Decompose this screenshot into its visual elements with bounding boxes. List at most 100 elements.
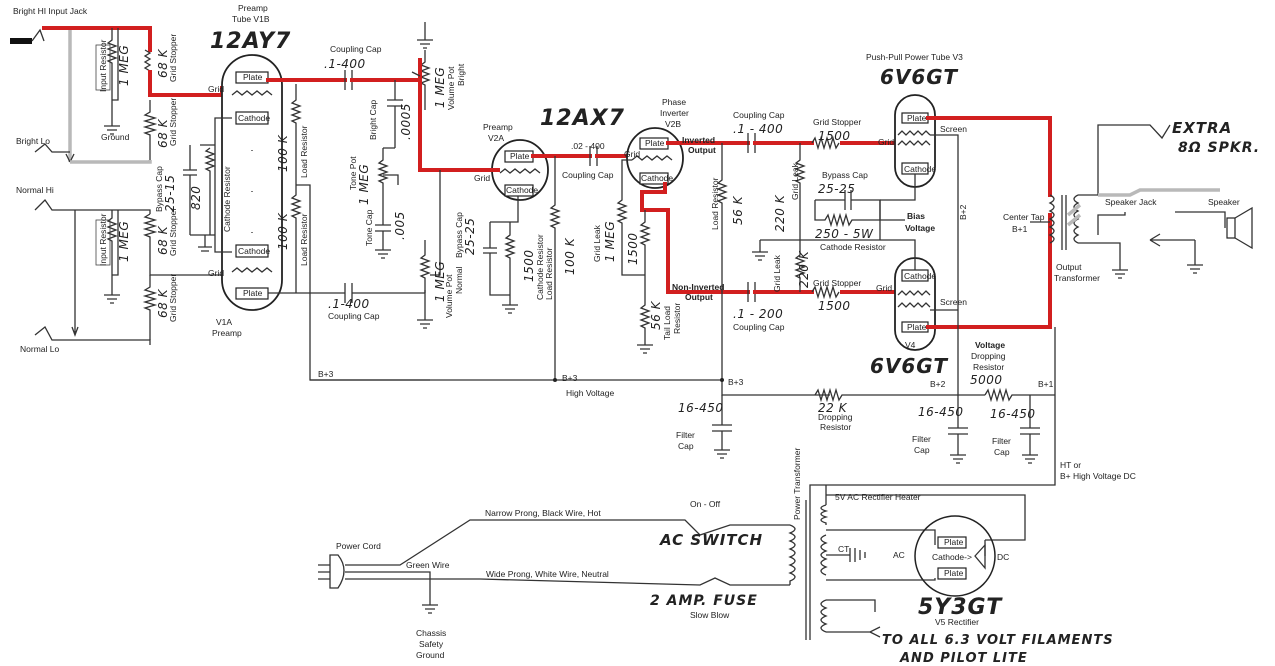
svg-text:Safety: Safety	[419, 639, 444, 649]
output-transformer: Center Tap B+1 Output Transformer Speake…	[1003, 119, 1259, 283]
input-jack-tip	[31, 28, 45, 42]
svg-text:1 MEG: 1 MEG	[603, 221, 617, 262]
svg-text:Grid: Grid	[208, 84, 224, 94]
svg-text:25-25: 25-25	[818, 182, 855, 196]
svg-text:Plate: Plate	[243, 288, 263, 298]
svg-text:Bright: Bright	[456, 63, 466, 86]
svg-text:Plate: Plate	[645, 138, 665, 148]
svg-text:CT: CT	[838, 544, 849, 554]
svg-text:220 K: 220 K	[773, 194, 787, 232]
68k-4: 68 K	[156, 288, 170, 318]
svg-text:1 MEG: 1 MEG	[357, 164, 371, 205]
svg-text:Normal: Normal	[454, 266, 464, 294]
normal-hi-label: Normal Hi	[16, 185, 54, 195]
svg-text:Coupling Cap: Coupling Cap	[328, 311, 380, 321]
v1-cathode-resistor: Cathode Resistor	[222, 166, 232, 232]
v2a-cathode	[504, 184, 534, 197]
svg-text:5Y3GT: 5Y3GT	[918, 595, 1003, 620]
svg-text:Output: Output	[685, 292, 713, 302]
svg-text:.005: .005	[393, 211, 407, 240]
input-resistor-label-1: Input Resistor	[98, 39, 108, 92]
v2-type: 12AX7	[540, 106, 625, 131]
svg-text:V2B: V2B	[665, 119, 681, 129]
svg-text:Plate: Plate	[944, 568, 964, 578]
svg-text:Coupling Cap: Coupling Cap	[733, 322, 785, 332]
v4-type: 6V6GT	[870, 354, 948, 378]
svg-text:Cathode: Cathode	[641, 173, 673, 183]
svg-text:V5 Rectifier: V5 Rectifier	[935, 617, 979, 627]
v3-type: 6V6GT	[880, 65, 958, 89]
svg-text:Load Resistor: Load Resistor	[710, 177, 720, 230]
svg-text:2 AMP. FUSE: 2 AMP. FUSE	[650, 593, 758, 609]
svg-text:EXTRA: EXTRA	[1172, 119, 1232, 137]
svg-text:Green Wire: Green Wire	[406, 560, 450, 570]
svg-text:TO ALL 6.3 VOLT FILAMENTS: TO ALL 6.3 VOLT FILAMENTS	[882, 633, 1114, 648]
svg-text:Filter: Filter	[912, 434, 931, 444]
tube-v2: 12AX7 Preamp V2A Plate Grid Cathode .02 …	[454, 97, 750, 380]
svg-text:Grid Stopper: Grid Stopper	[813, 117, 861, 127]
grid-stopper-2: Grid Stopper	[168, 98, 178, 146]
svg-text:Chassis: Chassis	[416, 628, 446, 638]
svg-text:Grid Leak: Grid Leak	[772, 254, 782, 292]
svg-text:Plate: Plate	[243, 72, 263, 82]
coupling-2-value: .1-400	[328, 297, 370, 311]
svg-text:22 K: 22 K	[818, 401, 848, 415]
68k-1: 68 K	[156, 48, 170, 78]
bright-hi-jack-label: Bright HI Input Jack	[13, 6, 88, 16]
svg-text:B+2: B+2	[958, 204, 968, 220]
input-resistor-label-2: Input Resistor	[98, 213, 108, 266]
svg-text:Cap: Cap	[914, 445, 930, 455]
svg-text:Cap: Cap	[994, 447, 1010, 457]
svg-text:B+1: B+1	[1038, 379, 1054, 389]
svg-text:1500: 1500	[818, 129, 851, 143]
svg-text:Non-Inverted: Non-Inverted	[672, 282, 724, 292]
svg-text:25-25: 25-25	[463, 218, 477, 255]
svg-text:56 K: 56 K	[731, 195, 745, 225]
v2b-cathode	[639, 172, 669, 185]
68k-3: 68 K	[156, 225, 170, 255]
svg-text:Cathode Resistor: Cathode Resistor	[820, 242, 886, 252]
svg-text:B+1: B+1	[1012, 224, 1028, 234]
input-jack-plug	[10, 38, 32, 44]
svg-text:1500: 1500	[626, 232, 640, 265]
rectifier-tube	[914, 515, 996, 597]
svg-text:Cathode: Cathode	[904, 271, 936, 281]
svg-text:Bias: Bias	[907, 211, 925, 221]
v1-title-2: Tube V1B	[232, 14, 270, 24]
svg-text:Output: Output	[688, 145, 716, 155]
svg-text:Cathode: Cathode	[238, 113, 270, 123]
svg-text:Power Cord: Power Cord	[336, 541, 381, 551]
svg-text:Plate: Plate	[510, 151, 530, 161]
svg-text:B+2: B+2	[930, 379, 946, 389]
svg-text:Grid: Grid	[624, 149, 640, 159]
svg-text:Grid Stopper: Grid Stopper	[813, 278, 861, 288]
supply-rail: B+3 B+3 B+3 High Voltage 16-450 Filter C…	[310, 310, 1136, 500]
svg-text:Inverter: Inverter	[660, 108, 689, 118]
svg-text:Dropping: Dropping	[818, 412, 853, 422]
svg-text:5V AC Rectifier Heater: 5V AC Rectifier Heater	[835, 492, 921, 502]
svg-text:Grid: Grid	[876, 283, 892, 293]
one-meg-1: 1 MEG	[117, 45, 131, 86]
svg-text:AC SWITCH: AC SWITCH	[659, 531, 763, 549]
svg-text:Plate: Plate	[907, 113, 927, 123]
grid-stopper-1: Grid Stopper	[168, 34, 178, 82]
svg-text:Voltage: Voltage	[905, 223, 935, 233]
svg-text:AC: AC	[893, 550, 905, 560]
svg-text:Screen: Screen	[940, 297, 967, 307]
svg-text:On - Off: On - Off	[690, 499, 721, 509]
svg-text:Plate: Plate	[944, 537, 964, 547]
svg-text:1 MEG: 1 MEG	[433, 67, 447, 108]
svg-text:V2A: V2A	[488, 133, 504, 143]
v1a-cathode	[235, 244, 269, 258]
svg-text:16-450: 16-450	[990, 407, 1036, 421]
svg-text:Load Resistor: Load Resistor	[544, 247, 554, 300]
svg-text:HT or: HT or	[1060, 460, 1081, 470]
svg-text:Transformer: Transformer	[1054, 273, 1100, 283]
svg-text:Volume Pot: Volume Pot	[446, 66, 456, 110]
svg-text:Speaker: Speaker	[1208, 197, 1240, 207]
one-meg-2: 1 MEG	[117, 221, 131, 262]
svg-text:AND PILOT LITE: AND PILOT LITE	[899, 651, 1028, 666]
svg-text:Volume Pot: Volume Pot	[444, 274, 454, 318]
svg-text:Cathode: Cathode	[904, 164, 936, 174]
svg-text:.02 - 400: .02 - 400	[571, 141, 605, 151]
